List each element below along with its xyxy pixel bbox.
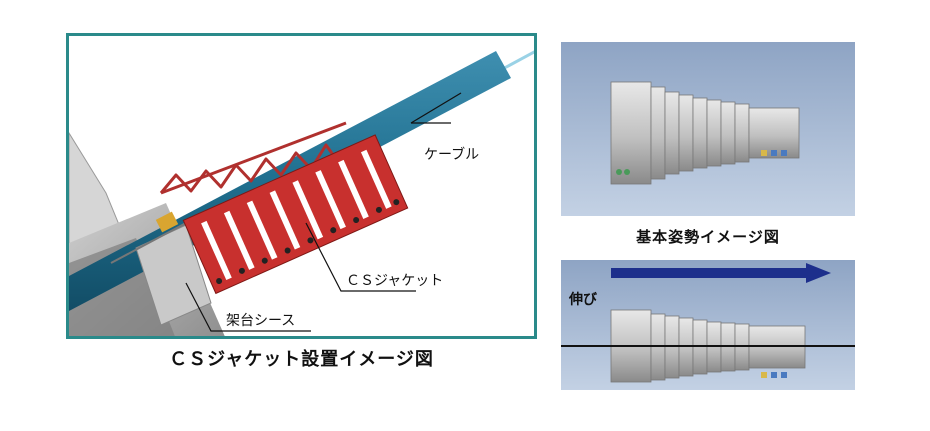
stretch-arrow	[611, 263, 831, 283]
cs-jacket-installation-diagram: ケーブル ＣＳジャケット 架台シース	[66, 33, 537, 339]
stretch-panel: 伸び	[561, 260, 855, 390]
sheath-collar	[155, 211, 179, 233]
label-cable: ケーブル	[424, 146, 479, 163]
basic-posture-caption: 基本姿勢イメージ図	[636, 228, 780, 246]
label-stretch: 伸び	[568, 291, 598, 308]
cs-jacket	[182, 134, 409, 295]
label-cs-jacket: ＣＳジャケット	[346, 273, 443, 289]
basic-posture-panel	[561, 42, 855, 216]
label-frame-sheath: 架台シース	[226, 313, 295, 329]
installation-caption: ＣＳジャケット設置イメージ図	[169, 349, 434, 370]
jacket-bellows-basic	[610, 81, 800, 185]
